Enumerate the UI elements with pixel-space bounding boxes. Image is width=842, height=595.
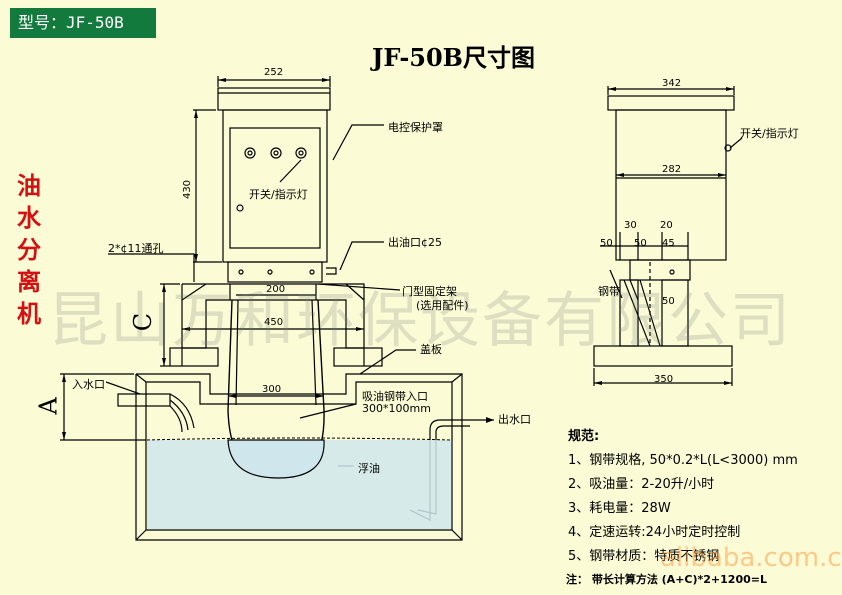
site-watermark: alibaba.com.cn xyxy=(660,543,842,573)
label-outlet: 出水口 xyxy=(498,413,531,426)
dim-20: 20 xyxy=(660,220,673,231)
dim-30: 30 xyxy=(624,220,637,231)
side-title-char: 水 xyxy=(17,203,41,232)
label-intake-size: 300*100mm xyxy=(362,402,431,415)
dim-282: 282 xyxy=(662,164,682,175)
label-holes: 2*¢11通孔 xyxy=(108,242,164,255)
side-view xyxy=(593,95,735,367)
dim-430: 430 xyxy=(182,179,194,200)
oil-tank xyxy=(135,373,463,541)
label-switch-front: 开关/指示灯 xyxy=(249,188,308,201)
label-oil-outlet: 出油口¢25 xyxy=(388,236,442,249)
label-inlet: 入水口 xyxy=(72,378,105,391)
spec-item: 1、钢带规格, 50*0.2*L(L<3000) mm xyxy=(568,453,798,468)
model-badge: 型号：JF-50B xyxy=(10,8,156,38)
spec-item: 2、吸油量：2-20升/小时 xyxy=(568,477,715,492)
dim-300: 300 xyxy=(262,384,282,395)
side-title-char: 离 xyxy=(17,267,41,296)
label-cover: 电控保护罩 xyxy=(388,121,443,134)
spec-list: 规范: 1、钢带规格, 50*0.2*L(L<3000) mm 2、吸油量：2-… xyxy=(568,425,798,569)
dim-50-mid: 50 xyxy=(634,238,647,249)
spec-title: 规范: xyxy=(568,429,600,444)
dim-45: 45 xyxy=(662,238,675,249)
dim-50-belt: 50 xyxy=(662,296,675,307)
company-watermark: 昆山万和环保设备有限公司 xyxy=(48,286,792,356)
dim-252: 252 xyxy=(264,67,284,78)
dim-450: 450 xyxy=(264,317,284,328)
label-frame-sub: (选用配件) xyxy=(416,299,469,312)
spec-item: 4、定速运转:24小时定时控制 xyxy=(568,525,741,540)
belt-length-note: 注： 带长计算方法 (A+C)*2+1200=L xyxy=(566,573,767,586)
label-switch-side: 开关/指示灯 xyxy=(740,127,799,140)
dim-c: C xyxy=(129,312,158,332)
spec-item: 3、耗电量：28W xyxy=(568,501,671,516)
dim-a: A xyxy=(34,397,63,415)
control-box xyxy=(217,87,337,283)
dim-200: 200 xyxy=(266,284,286,295)
label-plate: 盖板 xyxy=(420,343,442,356)
label-belt: 钢带 xyxy=(598,285,620,298)
spec-item: 5、钢带材质：特质不锈钢 xyxy=(568,549,720,564)
dim-342: 342 xyxy=(662,78,682,89)
side-title-char: 分 xyxy=(17,235,41,264)
label-frame: 门型固定架 xyxy=(402,285,457,298)
dim-50-left: 50 xyxy=(600,238,613,249)
dim-350: 350 xyxy=(654,374,674,385)
side-title-char: 油 xyxy=(17,171,41,200)
page-title: JF-50B尺寸图 xyxy=(372,43,535,72)
side-title-char: 机 xyxy=(17,299,41,328)
side-title: 油 水 分 离 机 xyxy=(14,170,44,330)
label-intake: 吸油钢带入口 xyxy=(362,390,428,403)
label-float-oil: 浮油 xyxy=(358,462,380,475)
